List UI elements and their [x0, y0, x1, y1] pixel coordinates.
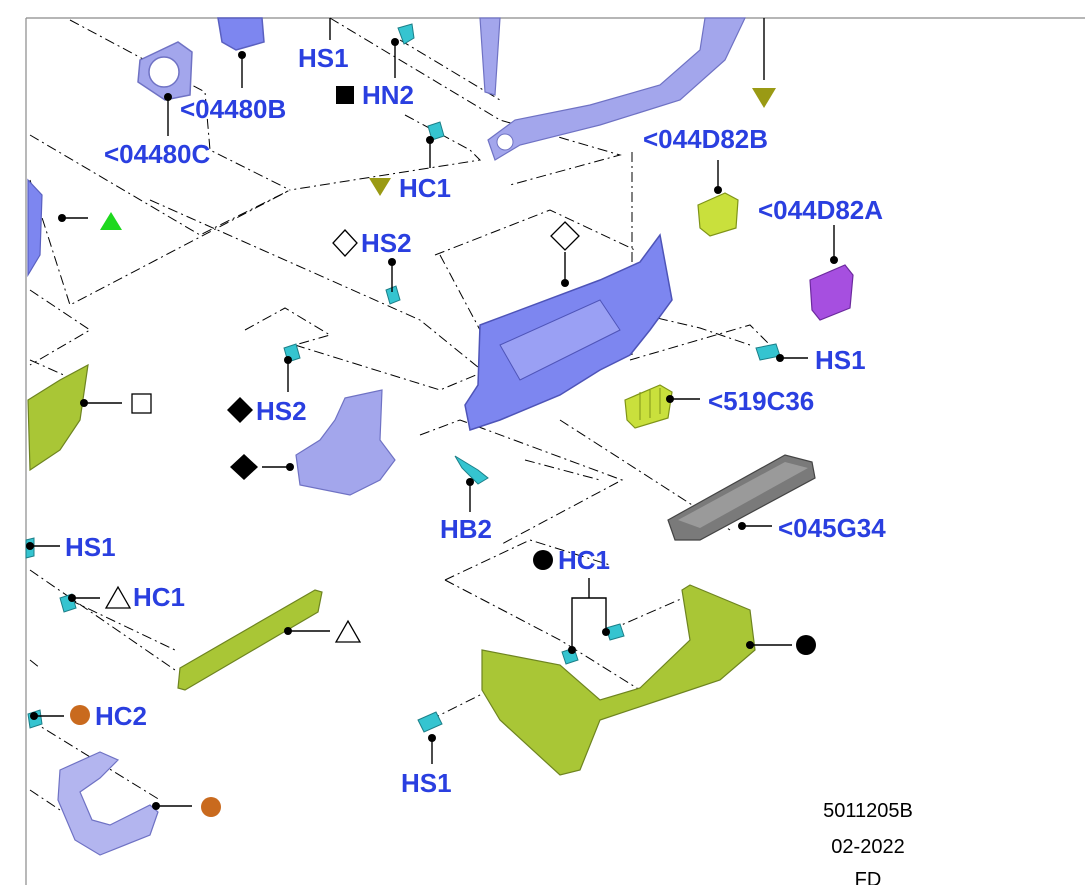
- part-trim-strip-green: [177, 589, 323, 691]
- triangle-olive-marker: [752, 88, 776, 108]
- triangle-outline-marker-hc1: [104, 585, 132, 609]
- label-hs1-top: HS1: [298, 43, 349, 73]
- fasteners: [25, 23, 781, 733]
- part-bracket-top: [479, 17, 746, 161]
- circle-orange-marker: [201, 797, 221, 817]
- part-cover-mid: [295, 389, 396, 496]
- diamond-filled-marker-hs2: [227, 397, 253, 423]
- part-vent-519c36: [624, 384, 673, 429]
- label-044d82a: <044D82A: [758, 195, 883, 225]
- square-outline-marker: [131, 393, 152, 414]
- label-hc1-center: HC1: [399, 173, 451, 203]
- part-duct-left: [27, 178, 43, 278]
- circle-filled-marker-hc1: [533, 550, 553, 570]
- part-trim-lower-green: [481, 584, 756, 776]
- label-hb2: HB2: [440, 514, 492, 544]
- label-hc2: HC2: [95, 701, 147, 731]
- part-panel-left-green: [27, 363, 89, 472]
- part-bracket-center: [464, 233, 673, 431]
- triangle-olive-marker-hc1: [369, 178, 391, 196]
- diamond-outline-marker-center: [550, 221, 580, 251]
- circle-orange-marker-hc2: [70, 705, 90, 725]
- footer-date: 02-2022: [831, 836, 904, 858]
- square-filled-marker: [336, 86, 354, 104]
- leader-lines: [30, 18, 835, 807]
- part-tray-045g34: [667, 454, 816, 541]
- label-519c36: <519C36: [708, 386, 814, 416]
- footer-lang: FD: [855, 869, 882, 885]
- label-044d82b: <044D82B: [643, 124, 768, 154]
- label-hs2-top: HS2: [361, 228, 412, 258]
- circle-filled-marker: [796, 635, 816, 655]
- label-hs1-bottom: HS1: [401, 768, 452, 798]
- label-hs2-mid: HS2: [256, 396, 307, 426]
- part-cover-04480b: [217, 17, 265, 51]
- part-switch-044d82a: [809, 264, 854, 321]
- diamond-outline-marker: [332, 229, 358, 257]
- label-04480b: <04480B: [180, 94, 286, 124]
- label-hc1-bottom: HC1: [558, 545, 610, 575]
- footer-code: 5011205B: [823, 800, 913, 822]
- marker-symbols: [70, 86, 816, 817]
- triangle-outline-marker: [334, 619, 362, 643]
- triangle-green-marker: [100, 212, 122, 230]
- label-hs1-right: HS1: [815, 345, 866, 375]
- label-045g34: <045G34: [778, 513, 886, 543]
- drawing-footer: 5011205B 02-2022 FD: [823, 800, 913, 885]
- diamond-filled-marker: [230, 454, 258, 480]
- label-hn2: HN2: [362, 80, 414, 110]
- leader-dots: [26, 38, 838, 810]
- label-04480c: <04480C: [104, 139, 210, 169]
- label-hs1-left: HS1: [65, 532, 116, 562]
- part-handle-lavender: [57, 751, 159, 856]
- label-hc1-left: HC1: [133, 582, 185, 612]
- part-labels: HS1 HN2 <04480B <04480C HC1 <044D82B <04…: [65, 43, 886, 798]
- part-bezel-04480c: [137, 41, 193, 101]
- part-switch-044d82b: [697, 192, 739, 237]
